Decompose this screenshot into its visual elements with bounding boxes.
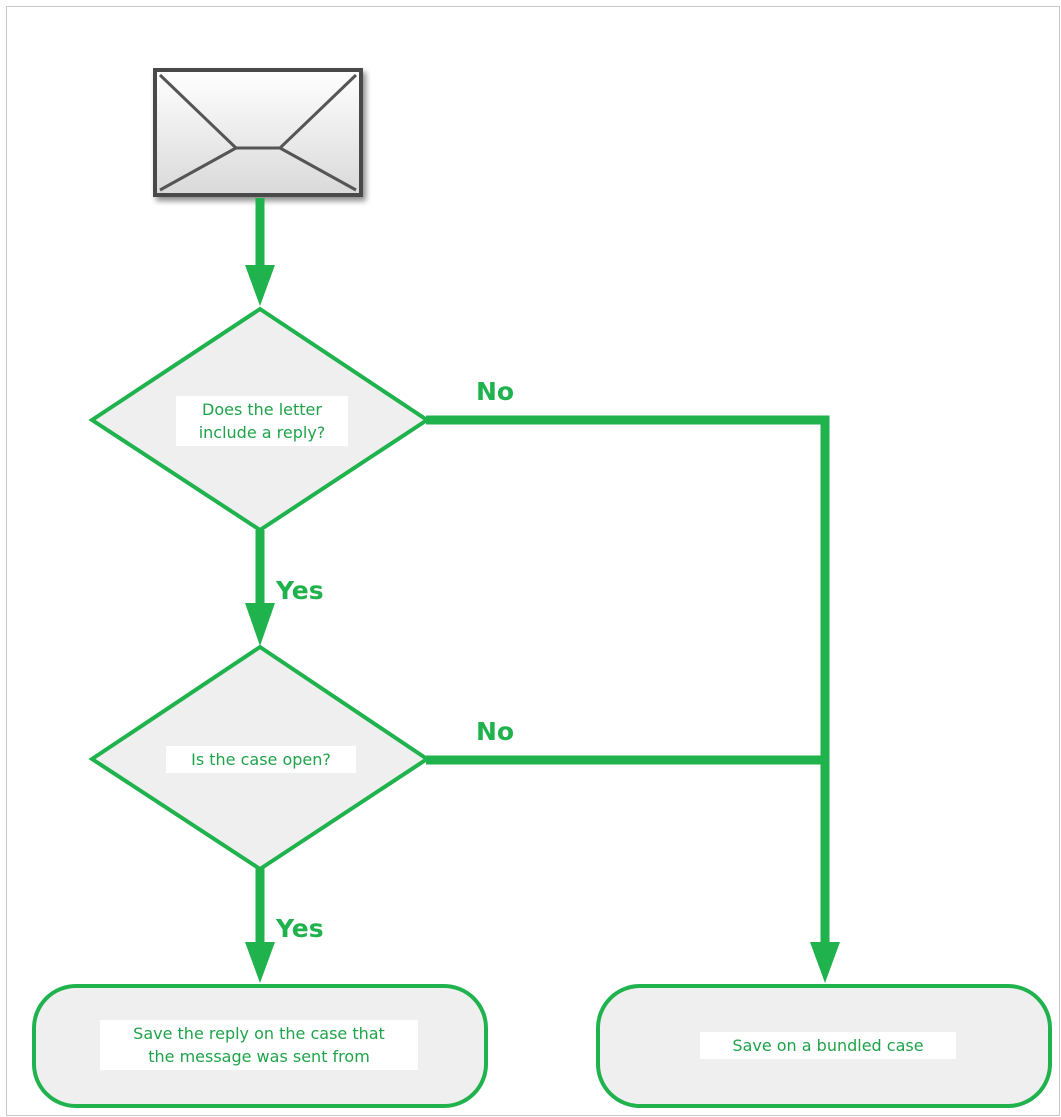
diagram-frame [6,6,1060,1116]
edge-label-no-2: No [476,717,515,746]
outcome-2-label: Save on a bundled case [700,1032,956,1059]
edge-label-no-1: No [476,377,515,406]
outcome-1-label: Save the reply on the case that the mess… [100,1020,418,1070]
arrowhead-2 [245,603,275,646]
edge-label-yes-2: Yes [276,914,324,943]
arrowhead-4 [810,942,840,983]
arrowhead-3 [245,942,275,983]
decision-2-label: Is the case open? [166,746,356,773]
edge-no-1 [426,415,830,955]
edge-label-yes-1: Yes [276,576,324,605]
arrowhead-1 [245,265,275,306]
decision-1-label: Does the letter include a reply? [176,396,348,446]
envelope-icon [153,68,363,197]
